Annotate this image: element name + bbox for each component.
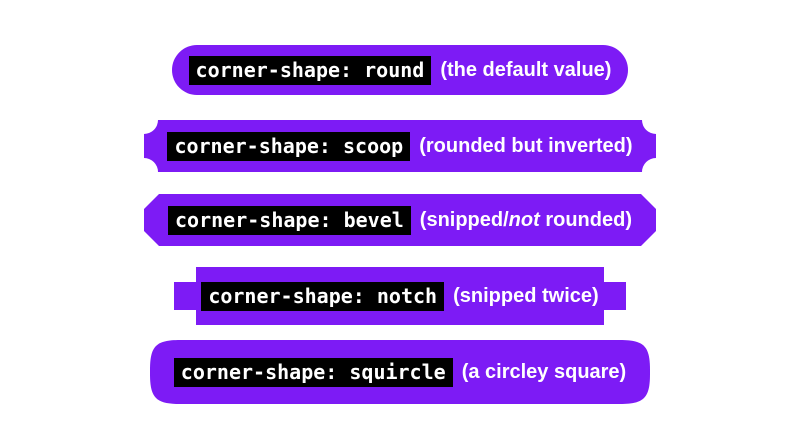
description-round: (the default value) bbox=[440, 58, 612, 81]
demo-bar-round: corner-shape: round (the default value) bbox=[172, 45, 628, 95]
description-squircle: (a circley square) bbox=[461, 360, 627, 383]
demo-bar-squircle: corner-shape: squircle (a circley square) bbox=[150, 340, 650, 404]
demo-bar-bevel: corner-shape: bevel (snipped/not rounded) bbox=[144, 194, 656, 246]
code-snippet-notch: corner-shape: notch bbox=[201, 281, 445, 311]
demo-bar-scoop: corner-shape: scoop (rounded but inverted… bbox=[144, 120, 656, 172]
code-snippet-squircle: corner-shape: squircle bbox=[174, 358, 453, 387]
description-bevel: (snipped/not rounded) bbox=[420, 209, 632, 232]
demo-bar-notch: corner-shape: notch (snipped twice) bbox=[174, 267, 626, 325]
description-bevel-italic: not bbox=[508, 208, 540, 231]
description-scoop: (rounded but inverted) bbox=[419, 134, 633, 157]
code-snippet-round: corner-shape: round bbox=[188, 55, 432, 85]
code-snippet-bevel: corner-shape: bevel bbox=[168, 205, 411, 235]
code-snippet-scoop: corner-shape: scoop bbox=[167, 132, 410, 161]
description-bevel-prefix: (snipped/ bbox=[419, 208, 509, 231]
description-bevel-suffix: rounded) bbox=[539, 208, 632, 231]
description-notch: (snipped twice) bbox=[453, 284, 599, 307]
